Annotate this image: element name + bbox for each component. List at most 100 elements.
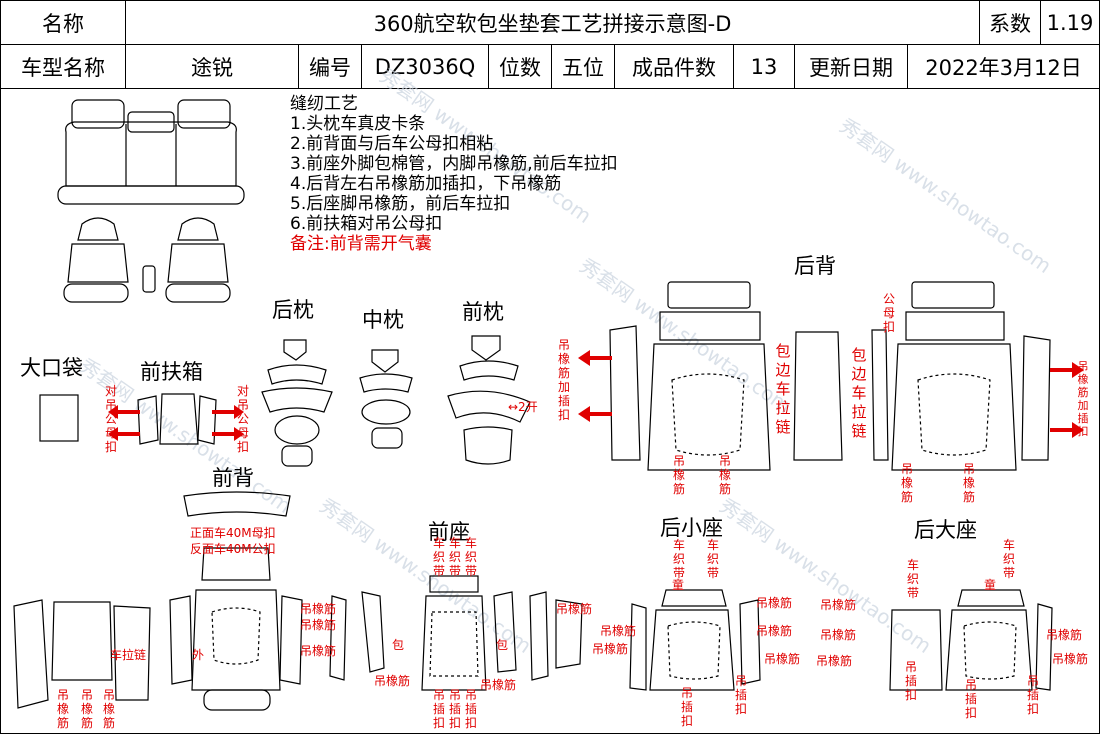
annotation-diao-chakou: 吊插扣 bbox=[448, 688, 461, 730]
rear-back-label: 后背 bbox=[794, 254, 836, 278]
annotation-diao-xiangjin: 吊橡筋 bbox=[820, 598, 857, 612]
annotation-diao-chakou: 吊插扣 bbox=[1026, 674, 1039, 716]
annotation-back-face: 反面车40M公扣 bbox=[190, 542, 276, 556]
annotation-che-zhidai: 车织带 bbox=[672, 538, 685, 580]
annotation-che-zhidai: 车织带 bbox=[906, 558, 919, 600]
annotation-diao-xiangjin: 吊橡筋 bbox=[1052, 652, 1089, 666]
annotation-diao-gongmukou: 对吊公母扣 bbox=[104, 384, 117, 454]
rear-big-seat-pieces bbox=[889, 589, 1053, 691]
annotation-che-lalian: 车拉链 bbox=[110, 648, 147, 662]
code-label: 编号 bbox=[299, 45, 362, 88]
annotation-kai2: ↔2开 bbox=[508, 400, 538, 414]
annotation-diao-xiangjin: 吊橡筋 bbox=[900, 462, 913, 504]
mid-headrest-pieces bbox=[359, 349, 413, 449]
header-row-1: 名称 360航空软包坐垫套工艺拼接示意图-D 系数 1.19 bbox=[1, 1, 1099, 45]
annotation-wai: 外 bbox=[192, 648, 205, 662]
annotation-diao-xiangjin: 吊橡筋 bbox=[56, 688, 69, 730]
front-headrest-label: 前枕 bbox=[462, 300, 504, 324]
rear-headrest-label: 后枕 bbox=[272, 298, 314, 322]
notes-item: 6.前扶箱对吊公母扣 bbox=[290, 214, 443, 234]
model-value: 途锐 bbox=[126, 45, 299, 88]
annotation-front-face: 正面车40M母扣 bbox=[190, 526, 276, 540]
annotation-diao-xiangjin: 吊橡筋 bbox=[592, 642, 629, 656]
rear-headrest-pieces bbox=[261, 339, 333, 467]
model-label: 车型名称 bbox=[1, 45, 126, 88]
rear-small-seat-pieces bbox=[629, 589, 761, 691]
annotation-che-zhidai: 车织带 bbox=[1002, 538, 1015, 580]
notes-heading: 缝纫工艺 bbox=[290, 94, 358, 114]
annotation-diao-xiangjin: 吊橡筋 bbox=[300, 618, 337, 632]
rear-big-seat-label: 后大座 bbox=[914, 518, 977, 542]
annotation-diao-chakou: 吊插扣 bbox=[904, 660, 917, 702]
annotation-diao-xiangjin: 吊橡筋 bbox=[480, 678, 517, 692]
annotation-diao-xiangjin: 吊橡筋 bbox=[1046, 628, 1083, 642]
red-arrows bbox=[108, 350, 1084, 441]
name-label: 名称 bbox=[1, 1, 126, 44]
header-table: 名称 360航空软包坐垫套工艺拼接示意图-D 系数 1.19 车型名称 途锐 编… bbox=[0, 0, 1100, 89]
big-pocket-label: 大口袋 bbox=[20, 356, 83, 380]
annotation-diao-xiangjin: 吊橡筋 bbox=[756, 624, 793, 638]
notes-item: 1.头枕车真皮卡条 bbox=[290, 114, 426, 134]
annotation-che-zhidai: 车织带 bbox=[448, 536, 461, 578]
annotation-diao-gongmukou: 对吊公母扣 bbox=[236, 384, 249, 454]
diagram-title: 360航空软包坐垫套工艺拼接示意图-D bbox=[126, 1, 980, 44]
notes-item: 4.后背左右吊橡筋加插扣，下吊橡筋 bbox=[290, 174, 562, 194]
annotation-diao-xiangjin: 吊橡筋 bbox=[672, 454, 685, 496]
annotation-diao-chakou: 吊插扣 bbox=[464, 688, 477, 730]
annotation-diao-xiangjin: 吊橡筋 bbox=[600, 624, 637, 638]
annotation-diao-chakou: 吊插扣 bbox=[680, 686, 693, 728]
front-back-pieces bbox=[13, 491, 303, 711]
notes-item: 5.后座脚吊橡筋，前后车拉扣 bbox=[290, 194, 511, 214]
annotation-diao-chakou: 吊插扣 bbox=[964, 678, 977, 720]
coef-label: 系数 bbox=[980, 1, 1041, 44]
annotation-baobian-lalian: 包边车拉链 bbox=[775, 342, 791, 436]
header-row-2: 车型名称 途锐 编号 DZ3036Q 位数 五位 成品件数 13 更新日期 20… bbox=[1, 45, 1099, 88]
seats-label: 位数 bbox=[489, 45, 552, 88]
annotation-diao-xiangjin: 吊橡筋 bbox=[820, 628, 857, 642]
annotation-diao-xiangjin: 吊橡筋 bbox=[556, 602, 593, 616]
annotation-diao-xiangjin: 吊橡筋 bbox=[374, 674, 411, 688]
coef-value: 1.19 bbox=[1046, 10, 1094, 35]
notes-remark: 备注:前背需开气囊 bbox=[290, 234, 432, 254]
rear-small-seat-label: 后小座 bbox=[660, 516, 723, 540]
annotation-che-zhidai: 车织带 bbox=[432, 536, 445, 578]
annotation-baobian-lalian: 包边车拉链 bbox=[851, 346, 867, 440]
annotation-bao: 包 bbox=[496, 638, 509, 652]
mid-headrest-label: 中枕 bbox=[362, 308, 404, 332]
annotation-diao-chakou: 吊插扣 bbox=[432, 688, 445, 730]
annotation-diao-xiangjin-chakou: 吊橡筋加插扣 bbox=[557, 338, 570, 422]
front-seat-pieces bbox=[329, 575, 583, 691]
big-pocket-piece bbox=[39, 394, 79, 442]
sewing-notes: 缝纫工艺 1.头枕车真皮卡条 2.前背面与后车公母扣相粘 3.前座外脚包棉管，内… bbox=[290, 94, 618, 254]
rear-seat-overview bbox=[57, 99, 245, 205]
annotation-gongmukou: 公母扣 bbox=[882, 292, 895, 334]
annotation-diao-xiangjin: 吊橡筋 bbox=[756, 596, 793, 610]
front-seat-overview bbox=[63, 217, 231, 303]
annotation-che-zhidai: 车织带 bbox=[464, 536, 477, 578]
annotation-diao-xiangjin-chakou: 吊橡筋加插扣 bbox=[1077, 360, 1089, 438]
annotation-tong: 童 bbox=[672, 578, 685, 592]
update-label: 更新日期 bbox=[795, 45, 908, 88]
front-armrest-pieces bbox=[137, 393, 217, 445]
annotation-diao-xiangjin: 吊橡筋 bbox=[300, 644, 337, 658]
seats-value: 五位 bbox=[552, 45, 615, 88]
update-value: 2022年3月12日 bbox=[925, 55, 1082, 80]
annotation-diao-xiangjin: 吊橡筋 bbox=[764, 652, 801, 666]
annotation-bao: 包 bbox=[392, 638, 405, 652]
front-armrest-label: 前扶箱 bbox=[140, 360, 203, 384]
pieces-label: 成品件数 bbox=[615, 45, 734, 88]
front-back-label: 前背 bbox=[212, 466, 254, 490]
annotation-diao-xiangjin: 吊橡筋 bbox=[80, 688, 93, 730]
front-seat-label: 前座 bbox=[428, 520, 470, 544]
annotation-diao-xiangjin: 吊橡筋 bbox=[718, 454, 731, 496]
annotation-diao-xiangjin: 吊橡筋 bbox=[102, 688, 115, 730]
rear-back-pieces bbox=[609, 281, 1051, 471]
code-value: DZ3036Q bbox=[362, 45, 489, 88]
notes-item: 2.前背面与后车公母扣相粘 bbox=[290, 134, 494, 154]
annotation-tong: 童 bbox=[984, 578, 997, 592]
annotation-che-zhidai: 车织带 bbox=[706, 538, 719, 580]
front-headrest-pieces bbox=[447, 335, 531, 465]
annotation-diao-chakou: 吊插扣 bbox=[734, 674, 747, 716]
annotation-diao-xiangjin: 吊橡筋 bbox=[816, 654, 853, 668]
